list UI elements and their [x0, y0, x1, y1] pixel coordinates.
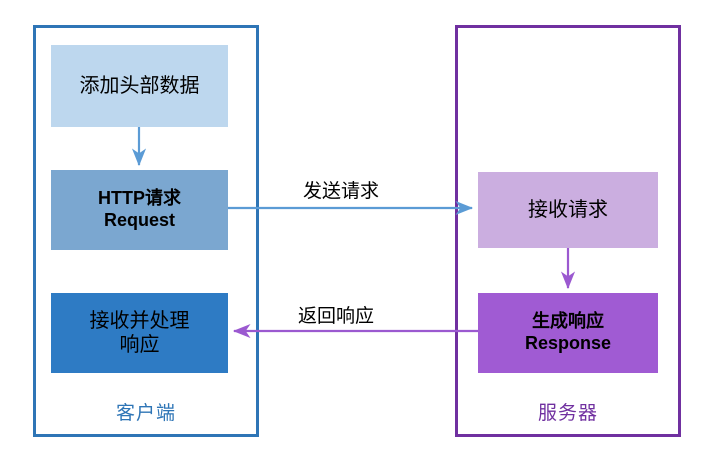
box-add-header-data-text: 添加头部数据: [51, 74, 228, 98]
box-http-request: HTTP请求 Request: [51, 170, 228, 250]
box-receive-request-line1: 接收请求: [528, 198, 608, 221]
box-receive-request-text: 接收请求: [478, 198, 658, 222]
box-receive-process-response: 接收并处理 响应: [51, 293, 228, 373]
box-receive-process-response-line1: 接收并处理: [89, 309, 190, 332]
box-receive-process-response-text: 接收并处理 响应: [51, 309, 228, 358]
caption-server: 服务器: [537, 403, 598, 424]
box-generate-response-text: 生成响应 Response: [478, 311, 658, 355]
box-receive-process-response-line2: 响应: [119, 334, 160, 356]
box-generate-response: 生成响应 Response: [478, 293, 658, 373]
box-http-request-line1: HTTP请求: [98, 188, 181, 209]
label-send-request: 发送请求: [303, 181, 380, 202]
label-return-response: 返回响应: [298, 306, 375, 327]
box-http-request-text: HTTP请求 Request: [51, 188, 228, 232]
client-panel: [33, 25, 259, 437]
box-add-header-data: 添加头部数据: [51, 45, 228, 127]
box-generate-response-line1: 生成响应: [532, 311, 604, 332]
box-receive-request: 接收请求: [478, 172, 658, 248]
box-add-header-data-line1: 添加头部数据: [79, 74, 200, 97]
caption-client: 客户端: [115, 403, 176, 424]
box-http-request-line2: Request: [103, 210, 175, 230]
server-panel: [455, 25, 681, 437]
box-generate-response-line2: Response: [524, 333, 612, 353]
